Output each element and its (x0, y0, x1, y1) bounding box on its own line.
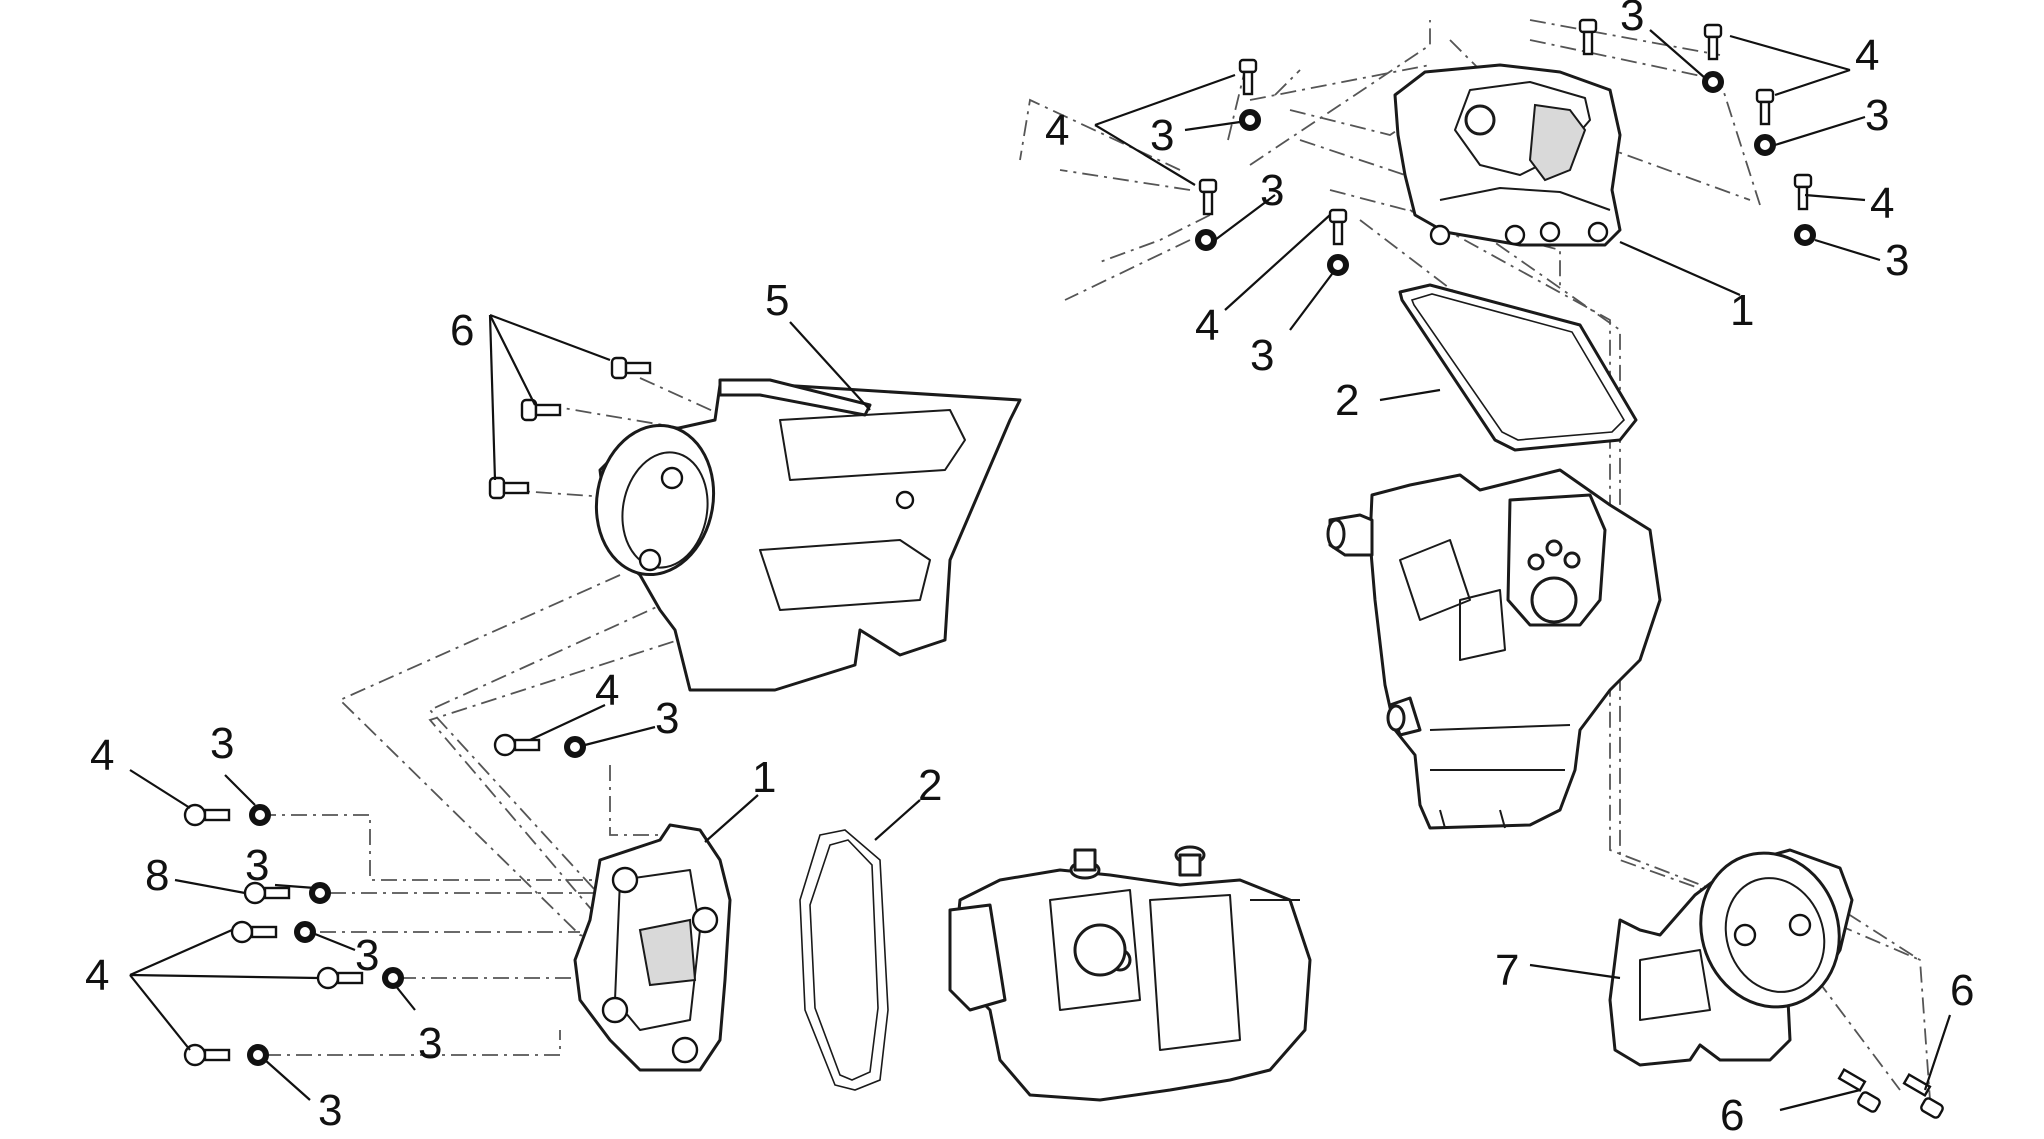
bolt-tr-6 (1793, 173, 1813, 211)
callout-tr-2: 2 (1335, 376, 1359, 425)
bolt-bl-mid (493, 733, 541, 757)
bolt-ml-2 (520, 398, 562, 422)
bolt-tr-4 (1703, 23, 1723, 61)
washer-bl-4 (382, 967, 404, 989)
callout-bl-8: 8 (145, 851, 169, 900)
callout-bl-3-5: 3 (318, 1086, 342, 1135)
callout-tr-3c: 3 (1250, 331, 1274, 380)
bolt-tr-1 (1238, 58, 1258, 96)
fasteners (183, 18, 1944, 1119)
callout-tr-4a: 4 (1045, 106, 1069, 155)
bolt-tr-2 (1198, 178, 1218, 216)
bolt-ml-3 (488, 476, 530, 500)
bolt-bl-1 (183, 803, 231, 827)
callout-br-6a: 6 (1950, 966, 1974, 1015)
washer-tr-4 (1702, 71, 1724, 93)
cover-part-5 (594, 378, 1022, 692)
bolt-br-2 (1902, 1073, 1944, 1119)
callout-bl-3-mid: 3 (655, 694, 679, 743)
washer-tr-2 (1195, 229, 1217, 251)
callout-labels: 4 3 3 4 3 3 4 3 4 3 1 2 6 5 4 3 4 3 8 3 … (85, 0, 1974, 1139)
washer-bl-1 (249, 804, 271, 826)
washer-tr-5 (1754, 134, 1776, 156)
bolt-br-1 (1837, 1068, 1881, 1113)
callout-tr-4-r: 4 (1870, 179, 1894, 228)
callout-bl-4-top: 4 (90, 731, 114, 780)
callout-tr-3-r1: 3 (1865, 91, 1889, 140)
callout-bl-4-group: 4 (85, 951, 109, 1000)
callout-br-6b: 6 (1720, 1091, 1744, 1139)
callout-tr-4-top: 4 (1855, 31, 1879, 80)
callout-tr-4b: 4 (1195, 301, 1219, 350)
cover-part-7 (1608, 848, 1854, 1067)
callout-ml-6: 6 (450, 306, 474, 355)
callout-bl-3-2: 3 (245, 841, 269, 890)
callout-ml-5: 5 (765, 276, 789, 325)
leader-lines (129, 29, 1952, 1112)
callout-bl-3-3: 3 (355, 931, 379, 980)
cylinder-head-upper (1326, 468, 1662, 830)
washer-bl-2 (309, 882, 331, 904)
gasket-top (1398, 283, 1638, 452)
bolt-bl-2 (230, 920, 278, 944)
callout-bl-2: 2 (918, 761, 942, 810)
washer-bl-5 (247, 1044, 269, 1066)
callout-tr-1: 1 (1730, 286, 1754, 335)
callout-bl-3-4: 3 (418, 1019, 442, 1068)
gasket-bottom (799, 829, 889, 1091)
callout-bl-1: 1 (752, 753, 776, 802)
callout-bl-4-mid: 4 (595, 666, 619, 715)
bolt-ml-1 (610, 356, 652, 380)
bolt-tr-5 (1755, 88, 1775, 126)
callout-tr-3-top: 3 (1620, 0, 1644, 40)
washer-bl-mid (564, 736, 586, 758)
valve-cover-top (1393, 63, 1622, 247)
bolt-bl-4 (183, 1043, 231, 1067)
callout-tr-3-r2: 3 (1885, 236, 1909, 285)
callout-bl-3-top: 3 (210, 719, 234, 768)
washer-tr-6 (1794, 224, 1816, 246)
cylinder-head-lower (948, 845, 1312, 1102)
valve-cover-bottom (573, 823, 732, 1072)
callout-tr-3a: 3 (1150, 111, 1174, 160)
washer-bl-3 (294, 921, 316, 943)
bolt-tr-7 (1578, 18, 1598, 56)
callout-br-7: 7 (1495, 946, 1519, 995)
bolt-tr-3 (1328, 208, 1348, 246)
washer-tr-3 (1327, 254, 1349, 276)
washer-tr-1 (1239, 109, 1261, 131)
callout-tr-3b: 3 (1260, 166, 1284, 215)
